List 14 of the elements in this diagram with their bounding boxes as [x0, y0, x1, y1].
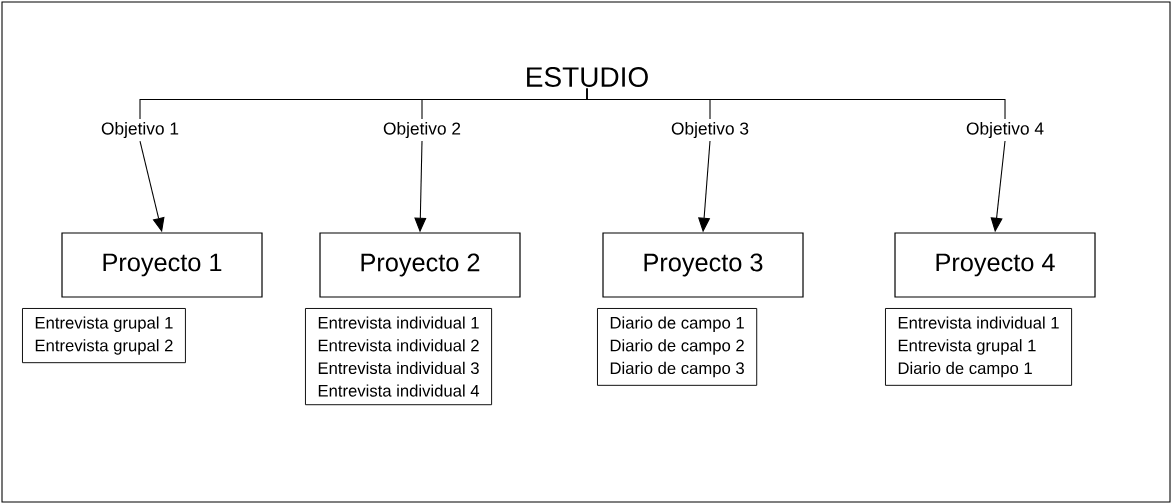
- item-list-box: Entrevista grupal 1 Entrevista grupal 2: [22, 308, 186, 364]
- project-box: Proyecto 1: [61, 232, 263, 298]
- project-box: Proyecto 2: [319, 232, 521, 298]
- connector-line: [586, 88, 1006, 120]
- objective-label: Objetivo 4: [966, 121, 1044, 139]
- item-list-box: Diario de campo 1 Diario de campo 2 Diario de campo 3: [597, 308, 758, 386]
- project-box: Proyecto 4: [894, 232, 1096, 298]
- objective-label: Objetivo 2: [383, 121, 461, 139]
- item-list-box: Entrevista individual 1 Entrevista grupal 1 Diario de campo 1: [885, 308, 1073, 386]
- item-list-box: Entrevista individual 1 Entrevista individual 2 Entrevista individual 3 Entrevista individual 4: [305, 308, 493, 406]
- project-box: Proyecto 3: [602, 232, 804, 298]
- objective-label: Objetivo 1: [101, 121, 179, 139]
- objective-label: Objetivo 3: [671, 121, 749, 139]
- title-text: ESTUDIO: [527, 67, 648, 87]
